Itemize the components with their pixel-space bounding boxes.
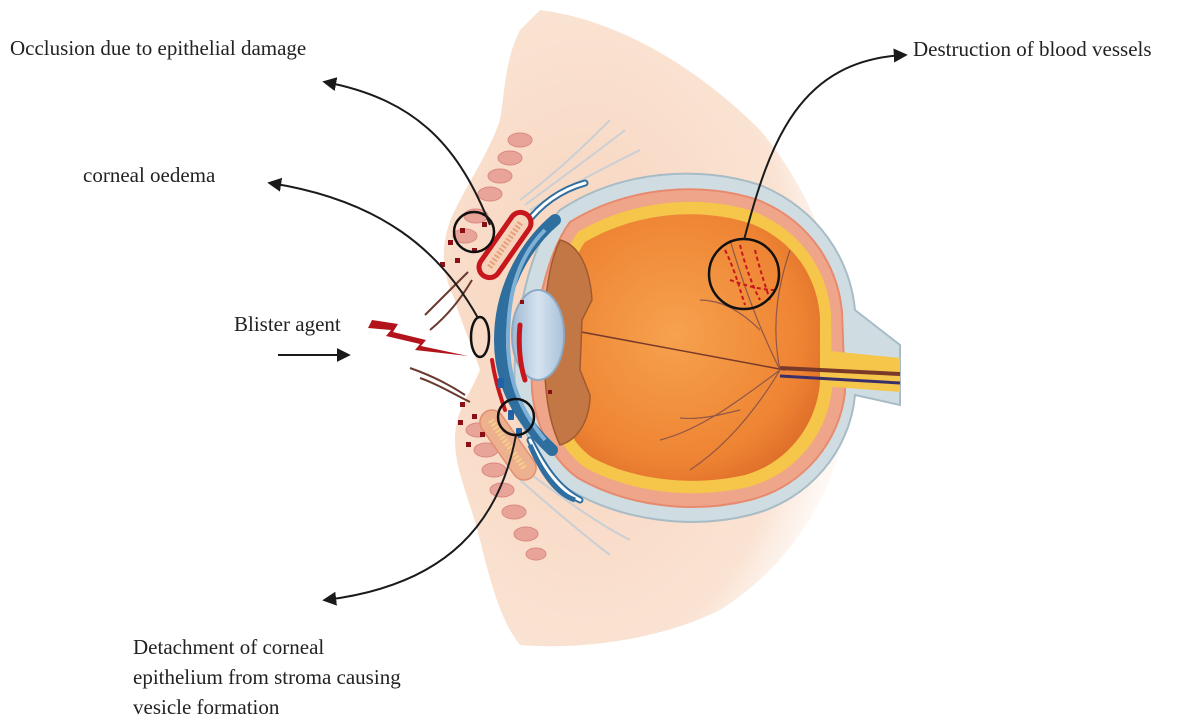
label-detachment-line-2: epithelium from stroma causing <box>133 662 453 692</box>
label-detachment-line-3: vesicle formation <box>133 692 453 722</box>
label-blister-agent: Blister agent <box>234 309 341 339</box>
label-detachment-line-1: Detachment of corneal <box>133 632 453 662</box>
blister-agent-bolt-icon <box>368 320 468 356</box>
label-occlusion: Occlusion due to epithelial damage <box>10 33 306 63</box>
eyeball <box>556 214 820 481</box>
label-detachment: Detachment of corneal epithelium from st… <box>133 632 453 722</box>
label-destruction-of-blood-vessels: Destruction of blood vessels <box>913 34 1152 64</box>
label-corneal-oedema: corneal oedema <box>83 160 215 190</box>
